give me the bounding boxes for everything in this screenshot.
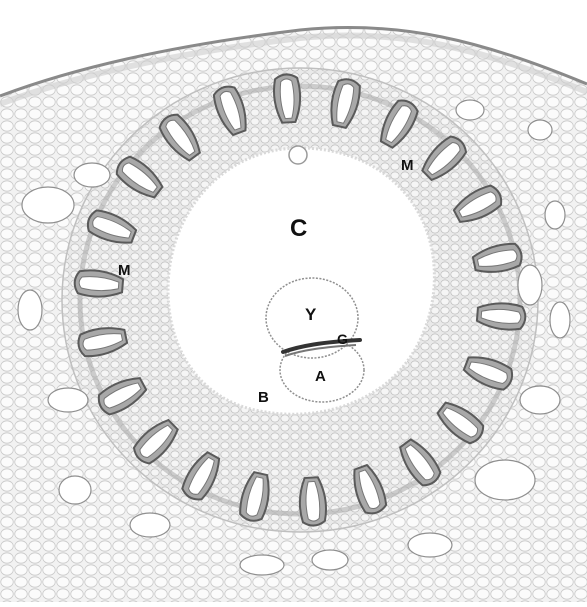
small-vessel xyxy=(289,146,307,164)
outer-cavity xyxy=(240,555,284,575)
label-y: Y xyxy=(305,305,317,324)
outer-cavity xyxy=(545,201,565,229)
outer-cavity xyxy=(520,386,560,414)
outer-cavity xyxy=(550,302,570,338)
label-c: C xyxy=(290,215,307,242)
outer-cavity xyxy=(408,533,452,557)
outer-cavity xyxy=(475,460,535,500)
outer-cavity xyxy=(59,476,91,504)
outer-cavity xyxy=(48,388,88,412)
outer-cavity xyxy=(518,265,542,305)
label-m-upper: M xyxy=(401,157,414,174)
label-b: B xyxy=(258,389,269,406)
label-m-left: M xyxy=(118,262,131,279)
outer-cavity xyxy=(312,550,348,570)
outer-cavity xyxy=(130,513,170,537)
outer-cavity xyxy=(74,163,110,187)
outer-cavity xyxy=(456,100,484,120)
label-g: G xyxy=(337,331,348,347)
label-a: A xyxy=(315,368,326,385)
outer-cavity xyxy=(22,187,74,223)
outer-cavity xyxy=(528,120,552,140)
outer-cavity xyxy=(18,290,42,330)
